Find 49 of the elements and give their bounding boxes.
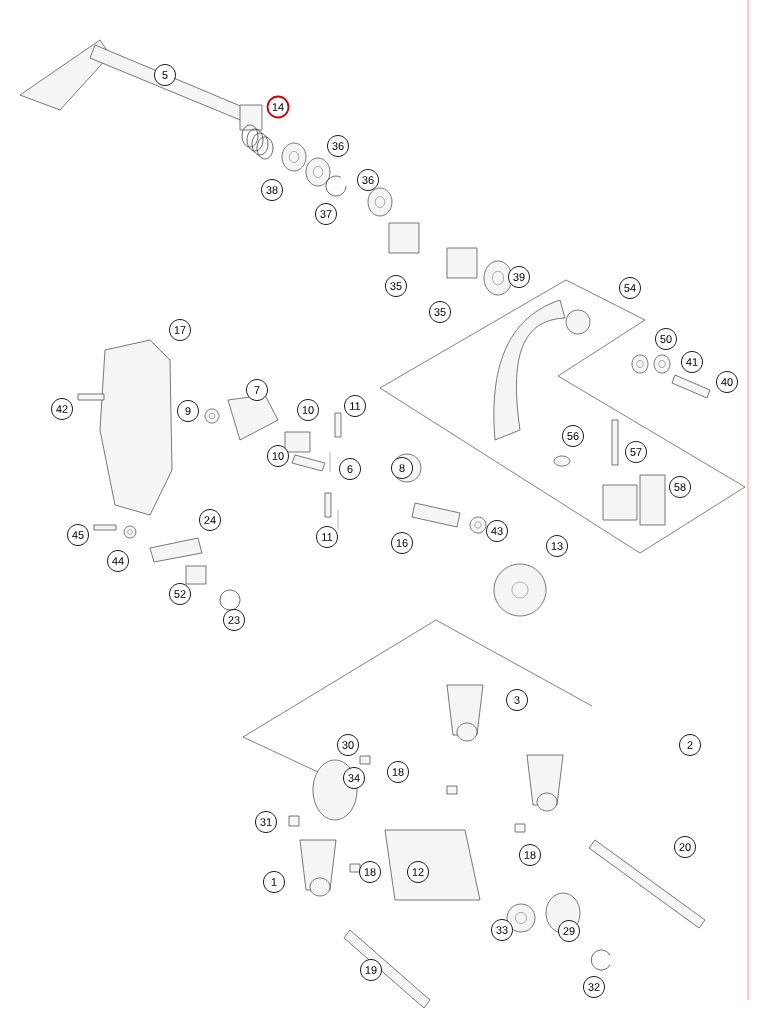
callout-number: 41 xyxy=(681,351,703,373)
callout-number: 44 xyxy=(107,550,129,572)
callout-number: 37 xyxy=(315,203,337,225)
callout-number: 1 xyxy=(263,871,285,893)
callout-number: 13 xyxy=(546,535,568,557)
callout-number: 23 xyxy=(223,609,245,631)
callout-number: 20 xyxy=(674,836,696,858)
callout-number: 18 xyxy=(387,761,409,783)
callout-number: 3 xyxy=(506,689,528,711)
callout-number: 14 xyxy=(266,95,290,119)
callout-number: 19 xyxy=(360,959,382,981)
callout-number: 9 xyxy=(177,400,199,422)
callout-number: 6 xyxy=(339,458,361,480)
callout-number: 24 xyxy=(199,509,221,531)
callout-number: 52 xyxy=(169,583,191,605)
callout-number: 34 xyxy=(343,767,365,789)
callout-number: 57 xyxy=(625,441,647,463)
callout-number: 35 xyxy=(429,301,451,323)
callout-number: 39 xyxy=(508,266,530,288)
callout-number: 10 xyxy=(267,445,289,467)
callout-number: 11 xyxy=(344,395,366,417)
callout-number: 35 xyxy=(385,275,407,297)
callout-number: 18 xyxy=(359,861,381,883)
callout-number: 50 xyxy=(655,328,677,350)
callout-number: 36 xyxy=(357,169,379,191)
callout-number: 40 xyxy=(716,371,738,393)
callout-number: 33 xyxy=(491,919,513,941)
callout-number: 56 xyxy=(562,425,584,447)
callout-number: 29 xyxy=(558,920,580,942)
callout-number: 54 xyxy=(619,277,641,299)
callout-number: 18 xyxy=(519,844,541,866)
callout-number: 2 xyxy=(679,734,701,756)
callout-number: 38 xyxy=(261,179,283,201)
callout-number: 12 xyxy=(407,861,429,883)
callout-number: 7 xyxy=(246,379,268,401)
callout-number: 5 xyxy=(154,64,176,86)
callout-number: 32 xyxy=(583,976,605,998)
callout-number: 42 xyxy=(51,398,73,420)
callout-number: 31 xyxy=(255,811,277,833)
callout-number: 11 xyxy=(316,526,338,548)
callout-number: 36 xyxy=(327,135,349,157)
callout-number: 45 xyxy=(67,524,89,546)
callout-number: 8 xyxy=(391,457,413,479)
callout-number: 16 xyxy=(391,532,413,554)
callout-number: 30 xyxy=(337,734,359,756)
callout-number: 10 xyxy=(297,399,319,421)
callout-number: 58 xyxy=(669,476,691,498)
callout-number: 17 xyxy=(169,319,191,341)
callout-number: 43 xyxy=(486,520,508,542)
